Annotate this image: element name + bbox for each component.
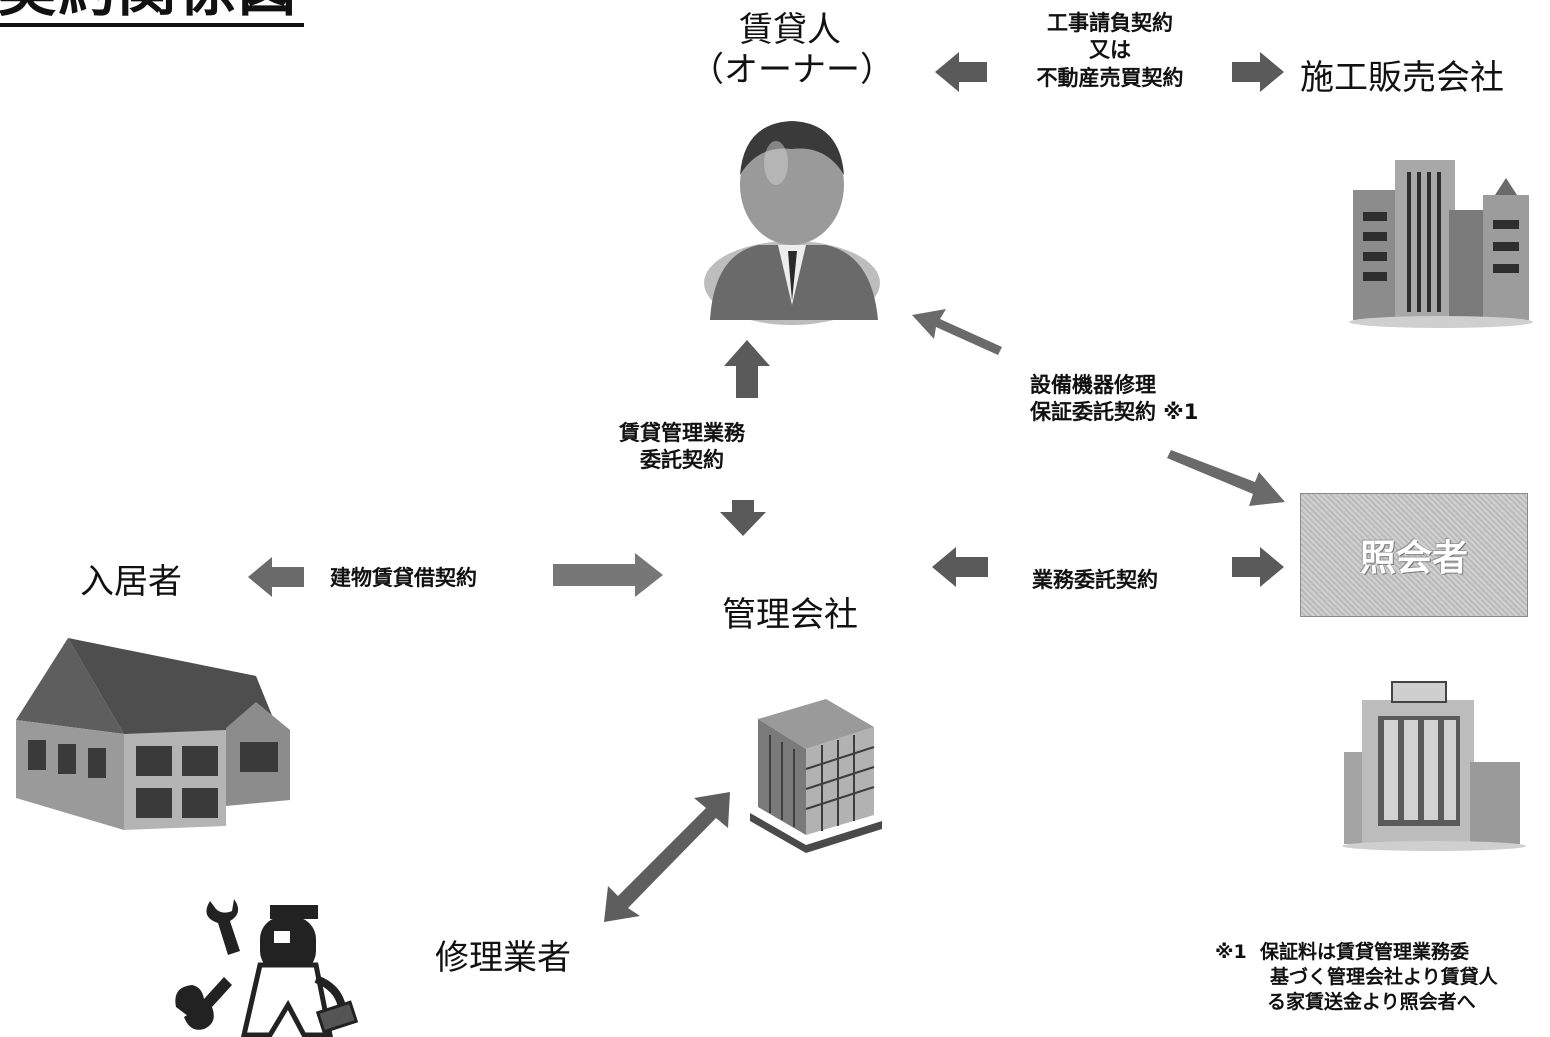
repair-double-arrow-icon [604,792,730,922]
management-delegation-line1: 賃貸管理業務 [619,421,745,445]
office-buildings-icon [1349,160,1533,328]
equipment-guarantee-line1: 設備機器修理 [1030,373,1156,397]
footnote-line3: る家賃送金より照会者へ [1267,991,1476,1014]
tenant-house-icon [16,638,290,830]
owner-role: （オーナー） [690,50,894,91]
arrow-right-to-builder-icon [1232,52,1284,92]
footnote: ※1 保証料は賃貸管理業務委 基づく管理会社より賃貸人 る家賃送金より照会者へ [1215,940,1498,1015]
arrow-to-owner-diagonal-icon [912,309,1002,355]
owner-person-icon [704,121,880,325]
management-label: 管理会社 [722,595,858,635]
footnote-line2: 基づく管理会社より賃貸人 [1270,966,1498,989]
footnote-line1: ※1 保証料は賃貸管理業務委 [1215,940,1498,965]
owner-label: 賃貸人 （オーナー） [690,10,894,91]
equipment-guarantee-label: 設備機器修理 保証委託契約 ※1 [1030,372,1198,427]
arrow-down-to-management-icon [720,500,766,536]
arrow-up-to-owner-icon [724,340,770,398]
footnote-text-1: 保証料は賃貸管理業務委 [1259,941,1469,963]
repair-worker-icon [175,899,359,1037]
footnote-marker: ※1 [1215,941,1247,963]
page-title: 契約関係図 [0,0,305,27]
lease-contract-label: 建物賃貸借契約 [330,566,477,590]
arrow-right-to-management-icon [553,553,663,597]
arrow-to-inquirer-diagonal-icon [1167,450,1285,506]
owner-name: 賃貸人 [739,10,841,50]
repairer-label: 修理業者 [435,938,571,978]
business-delegation-label: 業務委託契約 [1032,568,1158,592]
arrow-left-to-management-icon [932,547,988,587]
construction-contract-line3: 不動産売買契約 [1036,65,1184,90]
management-delegation-label: 賃貸管理業務 委託契約 [582,420,782,475]
construction-contract-line1: 工事請負契約 [1047,11,1173,35]
inquirer-box: 照会者 [1300,493,1528,617]
construction-contract-line2: 又は [1089,38,1131,63]
tenant-label: 入居者 [80,562,182,602]
inquirer-building-icon [1342,681,1526,851]
equipment-guarantee-line2: 保証委託契約 ※1 [1030,400,1199,425]
management-delegation-line2: 委託契約 [640,448,724,473]
construction-contract-label: 工事請負契約 又は 不動産売買契約 [1010,10,1210,92]
arrow-right-to-inquirer-icon [1232,547,1284,587]
builder-label: 施工販売会社 [1300,58,1504,98]
arrow-left-to-tenant-icon [248,557,304,597]
arrow-left-to-owner-icon [935,52,987,92]
management-building-icon [750,699,882,853]
